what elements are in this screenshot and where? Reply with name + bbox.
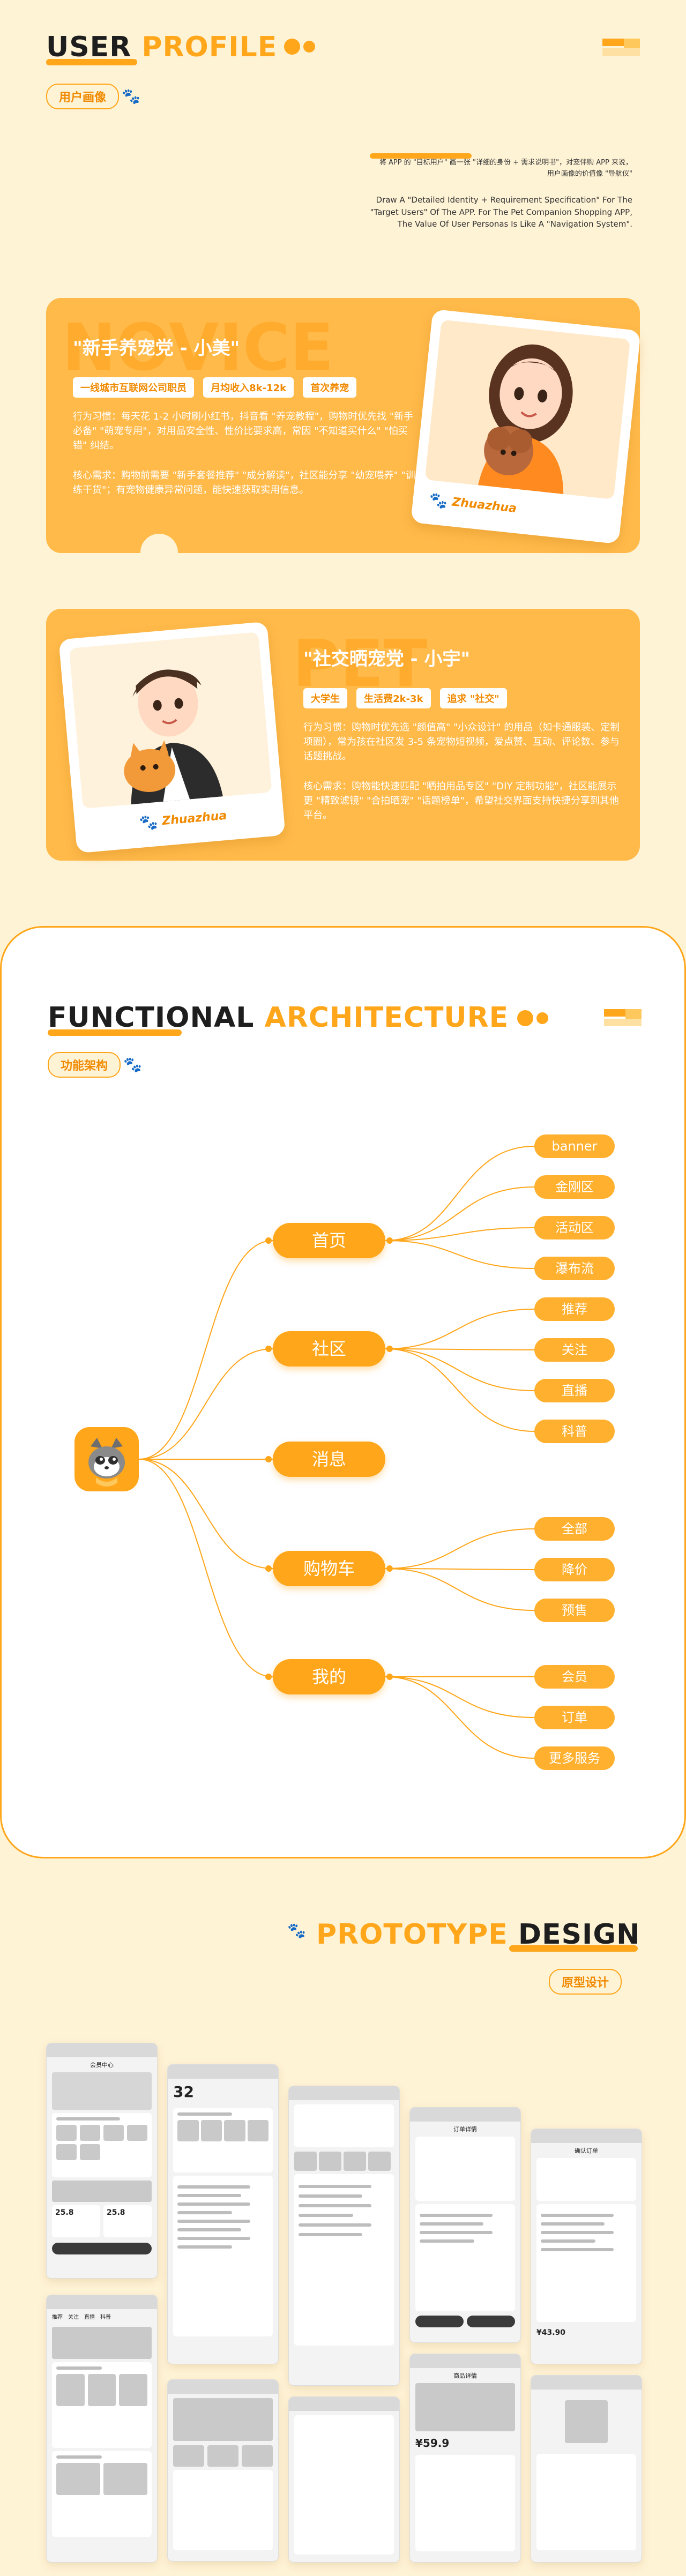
paw-icon: 🐾 [123,1056,142,1073]
leaf-kingkong: 金刚区 [534,1175,615,1199]
wireframe-order-detail: 订单详情 [409,2107,521,2343]
section-title: FUNCTIONAL ARCHITECTURE [48,1004,509,1032]
intro-highlight [370,153,472,159]
leaf-activity: 活动区 [534,1216,615,1240]
section-title: PROTOTYPE DESIGN [316,1921,640,1948]
architecture-tag: 功能架构 [48,1052,121,1078]
wireframe-title: 会员中心 [90,2062,114,2069]
intro-chinese: 将 APP 的 "目标用户" 画一张 "详细的身份 + 需求说明书"，对宠伴购 … [379,159,632,178]
app-root-icon [74,1427,139,1491]
boy-with-cat-illustration [69,632,272,809]
section-title: USER PROFILE [46,33,277,61]
node-mine: 我的 [273,1659,385,1694]
paw-icon: 🐾 [287,1922,306,1939]
persona-2-tag: 大学生 [303,688,347,708]
wireframe-title: 订单详情 [453,2126,477,2133]
leaf-presale: 预售 [534,1599,615,1622]
title-word-orange: PROTOTYPE [316,1918,508,1951]
brand-paw-icon: 🐾 [138,812,159,832]
corner-blocks-icon [604,1009,642,1027]
persona-1-tag: 首次养宠 [303,377,357,398]
girl-with-dog-illustration [424,319,631,499]
persona-2-tag: 追求 "社交" [439,688,507,708]
leaf-recommend: 推荐 [534,1297,615,1321]
tab-live[interactable]: 直播 [84,2314,95,2320]
title-word-dark: DESIGN [518,1918,640,1951]
persona-1-needs: 核心需求：购物前需要 "新手套餐推荐" "成分解读"，社区能分享 "幼宠喂养" … [73,470,415,496]
persona-2-tag: 生活费2k-3k [356,688,431,708]
title-word-dark: FUNCTIONAL [48,1002,255,1034]
persona-card-1: NOVICE "新手养宠党 - 小美" 一线城市互联网公司职员 月均收入8k-1… [46,298,641,553]
price-label: ¥59.9 [415,2437,450,2450]
tab-recommend[interactable]: 推荐 [52,2314,63,2320]
leaf-live: 直播 [534,1379,615,1402]
title-dots-icon [517,1010,548,1026]
leaf-science: 科普 [534,1420,615,1443]
wireframe-goods-detail: 商品详情 ¥59.9 [409,2354,521,2563]
tab-science[interactable]: 科普 [100,2314,111,2320]
node-cart: 购物车 [273,1551,385,1586]
mindmap-connectors [138,1146,535,1759]
node-messages: 消息 [273,1442,385,1477]
persona-1-photo: 🐾 Zhuazhua [411,309,641,544]
leaf-discount: 降价 [534,1558,615,1581]
title-dots-icon [284,39,315,55]
price-label: 25.8 [103,2205,152,2237]
card-notch [140,534,178,571]
brand-logo: Zhuazhua [161,809,228,828]
leaf-banner: banner [534,1134,615,1158]
price-label: ¥43.90 [536,2328,566,2337]
tab-follow[interactable]: 关注 [68,2314,79,2320]
stat-number: 32 [173,2083,194,2101]
persona-1-bg-word: NOVICE [62,311,334,385]
wireframe-product-list [288,2086,400,2386]
leaf-waterfall: 瀑布流 [534,1257,615,1280]
wireframe-title: 确认订单 [575,2147,598,2154]
persona-2-tags: 大学生 生活费2k-3k 追求 "社交" [303,688,513,708]
wireframe-payment [531,2375,642,2563]
paw-icon: 🐾 [122,87,140,105]
persona-2-habit: 行为习惯：购物时优先选 "颜值高" "小众设计" 的用品（如卡通服装、定制项圈）… [303,722,620,762]
wireframe-community-feed: 推荐 关注 直播 科普 [46,2295,158,2563]
wireframe-member-center: 会员中心 25.8 25.8 [46,2043,158,2279]
architecture-panel: FUNCTIONAL ARCHITECTURE 功能架构 🐾 [0,926,686,1858]
persona-2-title: "社交晒宠党 - 小宇" [303,648,471,670]
title-word-orange: PROFILE [141,31,278,63]
persona-2-photo: 🐾 Zhuazhua [58,621,286,854]
profile-tag: 用户画像 [46,84,120,109]
persona-1-title: "新手养宠党 - 小美" [73,338,240,359]
title-underline [509,1945,638,1952]
leaf-orders: 订单 [534,1706,615,1729]
wireframe-stats: 32 [167,2064,279,2364]
persona-1-tags: 一线城市互联网公司职员 月均收入8k-12k 首次养宠 [73,377,363,398]
persona-1-tag: 月均收入8k-12k [203,377,294,398]
node-home: 首页 [273,1223,385,1258]
node-community: 社区 [273,1331,385,1367]
leaf-more-services: 更多服务 [534,1746,615,1770]
title-word-orange: ARCHITECTURE [264,1002,509,1034]
brand-logo: Zhuazhua [451,495,518,516]
wireframe-shop [288,2396,400,2563]
leaf-follow: 关注 [534,1338,615,1362]
wireframe-member-benefits [167,2379,279,2562]
persona-card-2: PET "社交晒宠党 - 小宇" 大学生 生活费2k-3k 追求 "社交" 行为… [46,609,640,861]
leaf-member: 会员 [534,1665,615,1689]
leaf-all: 全部 [534,1517,615,1541]
wireframe-confirm-order: 确认订单 ¥43.90 [531,2129,642,2364]
persona-2-bg-word: PET [293,627,428,701]
persona-1-tag: 一线城市互联网公司职员 [73,377,194,398]
title-word-dark: USER [46,31,132,63]
persona-2-needs: 核心需求：购物能快速匹配 "晒拍用品专区" "DIY 定制功能"，社区能展示更 … [303,781,619,821]
corner-blocks-icon [602,39,640,57]
wireframe-title: 商品详情 [453,2372,477,2379]
brand-paw-icon: 🐾 [428,490,449,511]
price-label: 25.8 [52,2205,100,2237]
intro-english: Draw A "Detailed Identity + Requirement … [370,195,632,229]
persona-1-habit: 行为习惯：每天花 1-2 小时刷小红书，抖音看 "养宠教程"，购物时优先找 "新… [73,411,414,451]
prototype-tag: 原型设计 [549,1969,622,1995]
title-underline [48,1029,182,1036]
title-underline [46,59,137,65]
